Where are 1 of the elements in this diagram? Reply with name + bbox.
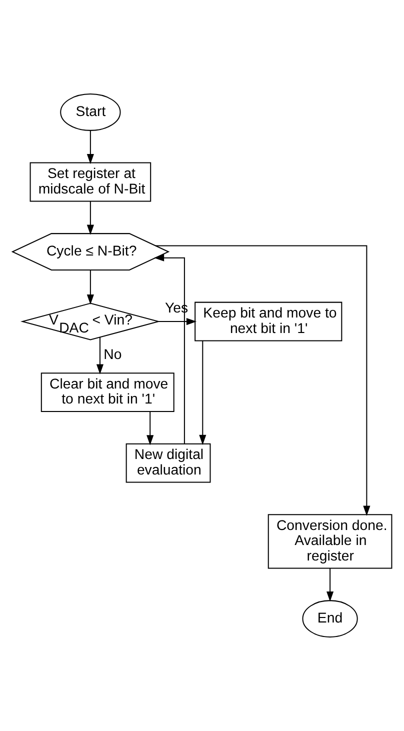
edge-label: No: [104, 346, 122, 362]
